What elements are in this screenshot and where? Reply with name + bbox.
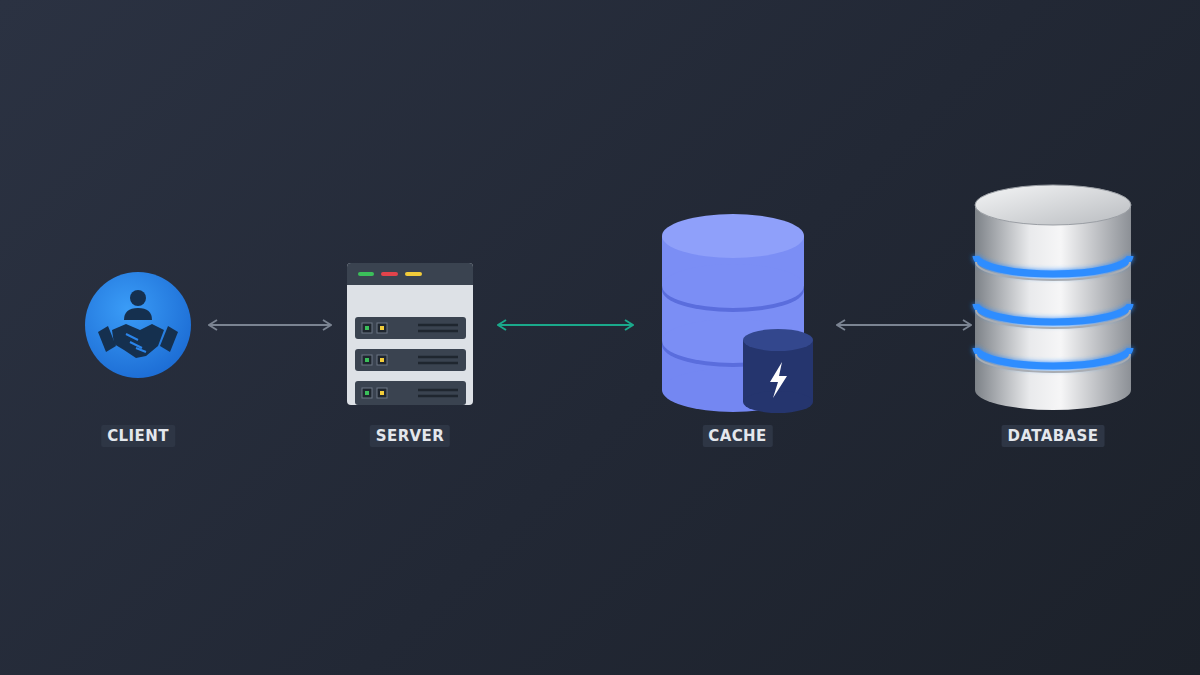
server-icon [347, 263, 473, 405]
component-label: SERVER [370, 425, 450, 447]
cache-icon [662, 214, 813, 413]
connector-arrow [498, 324, 633, 326]
connector-arrow [209, 324, 331, 326]
component-label: CACHE [702, 425, 772, 447]
component-node: CLIENT [85, 272, 191, 449]
component-node: DATABASE [975, 185, 1131, 449]
component-node: SERVER [347, 263, 473, 449]
database-icon [975, 185, 1131, 410]
component-node: CACHE [662, 213, 813, 449]
component-label: DATABASE [1002, 425, 1105, 447]
connector-arrow [837, 324, 971, 326]
client-icon [85, 272, 191, 378]
component-label: CLIENT [101, 425, 175, 447]
